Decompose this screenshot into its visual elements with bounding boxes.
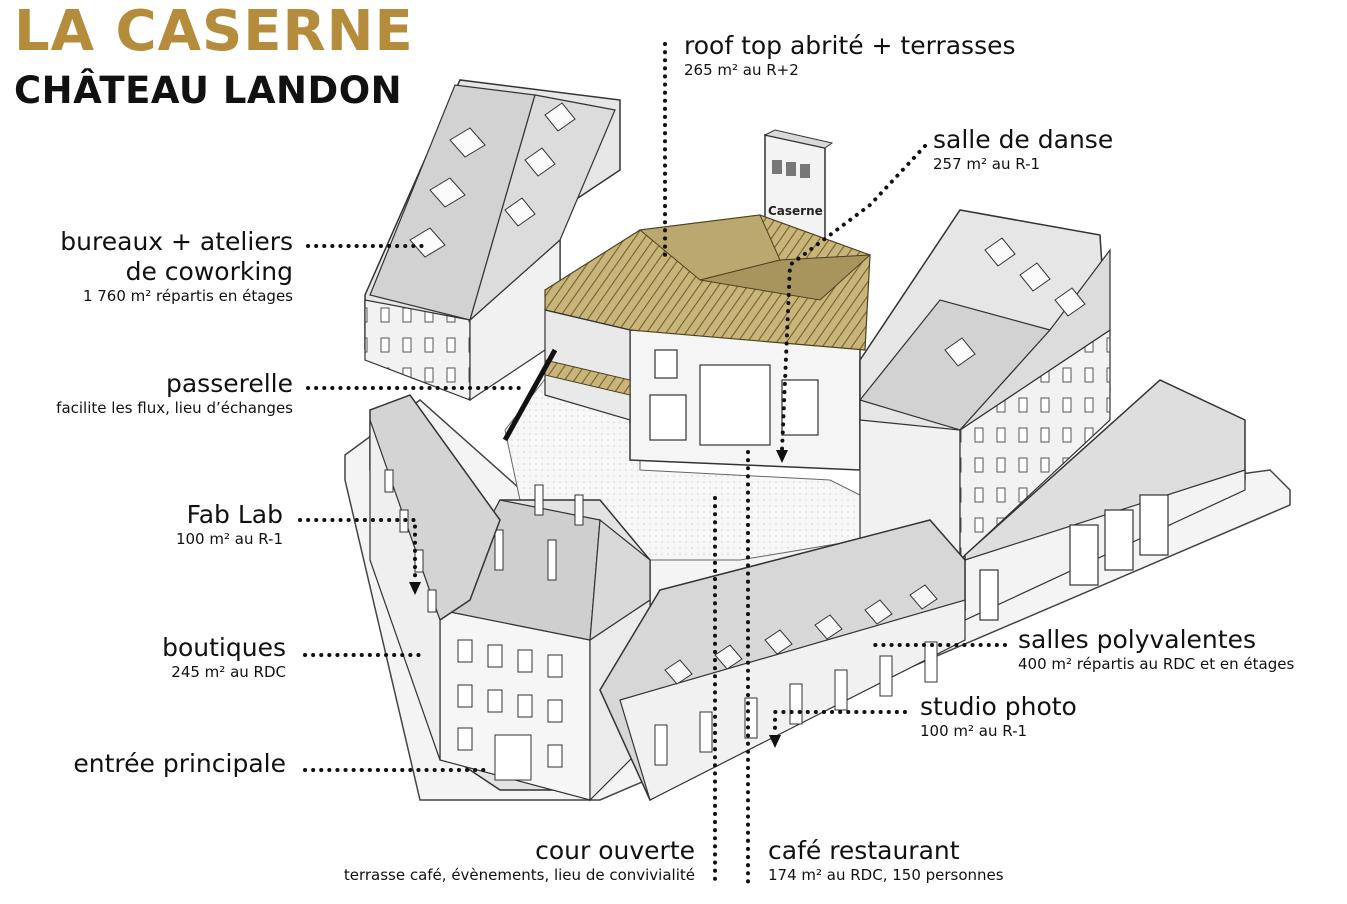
label-cafe-title: café restaurant <box>768 836 960 865</box>
label-passerelle-title: passerelle <box>165 369 293 398</box>
front-corner-building <box>439 484 651 802</box>
label-fablab-sub: 100 m² au R-1 <box>175 530 283 548</box>
tower-sign-text: Caserne <box>768 204 823 218</box>
front-long-wing <box>599 519 966 802</box>
label-rooftop-sub: 265 m² au R+2 <box>684 61 799 79</box>
label-cafe: café restaurant 174 m² au RDC, 150 perso… <box>768 836 1004 885</box>
west-angled-wing <box>369 394 501 761</box>
label-fablab: Fab Lab 100 m² au R-1 <box>176 500 283 549</box>
label-fablab-title: Fab Lab <box>186 500 283 529</box>
label-cour: cour ouverte terrasse café, évènements, … <box>344 836 695 885</box>
title-line-1: LA CASERNE <box>14 0 414 64</box>
label-polyvalentes-sub: 400 m² répartis au RDC et en étages <box>1018 655 1295 673</box>
label-bureaux-sub: 1 760 m² répartis en étages <box>82 287 293 305</box>
leader-arrowheads <box>409 450 788 748</box>
label-entree: entrée principale <box>73 749 286 779</box>
label-bureaux-title-2: de coworking <box>125 257 293 286</box>
central-hall-building <box>544 214 872 471</box>
label-bureaux: bureaux + ateliers de coworking 1 760 m²… <box>60 227 293 306</box>
label-danse-title: salle de danse <box>933 125 1114 154</box>
label-boutiques-title: boutiques <box>162 633 286 662</box>
label-boutiques-sub: 245 m² au RDC <box>171 663 286 681</box>
label-studio: studio photo 100 m² au R-1 <box>920 692 1077 741</box>
label-entree-title: entrée principale <box>73 749 286 778</box>
leader-lines <box>298 42 1007 884</box>
label-passerelle-sub: facilite les flux, lieu d’échanges <box>56 399 293 417</box>
label-polyvalentes: salles polyvalentes 400 m² répartis au R… <box>1018 625 1294 674</box>
label-passerelle: passerelle facilite les flux, lieu d’éch… <box>56 369 293 418</box>
label-polyvalentes-title: salles polyvalentes <box>1018 625 1256 654</box>
label-studio-title: studio photo <box>920 692 1077 721</box>
label-cafe-sub: 174 m² au RDC, 150 personnes <box>768 866 1004 884</box>
label-studio-sub: 100 m² au R-1 <box>920 722 1028 740</box>
label-rooftop: roof top abrité + terrasses 265 m² au R+… <box>684 31 1016 80</box>
footbridge <box>502 309 631 442</box>
label-boutiques: boutiques 245 m² au RDC <box>162 633 286 682</box>
label-cour-title: cour ouverte <box>535 836 695 865</box>
label-danse: salle de danse 257 m² au R-1 <box>933 125 1113 174</box>
label-bureaux-title-1: bureaux + ateliers <box>60 227 293 256</box>
label-rooftop-title: roof top abrité + terrasses <box>684 31 1016 60</box>
label-cour-sub: terrasse café, évènements, lieu de convi… <box>343 866 695 884</box>
label-danse-sub: 257 m² au R-1 <box>933 155 1041 173</box>
title-line-2: CHÂTEAU LANDON <box>14 69 403 112</box>
